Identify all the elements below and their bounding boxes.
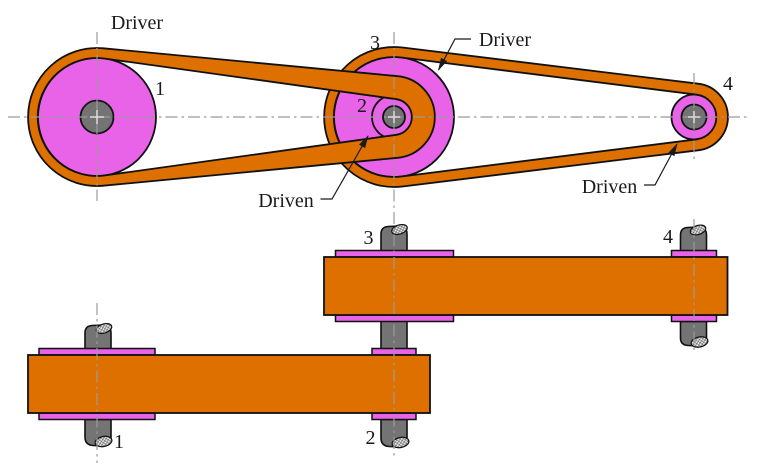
shaft-1-lower-break-end — [94, 435, 113, 448]
label-side-shaft4: 4 — [663, 226, 673, 248]
belt-1-2 — [27, 47, 436, 187]
label-side-shaft1: 1 — [114, 431, 124, 453]
label-number-pulley4: 4 — [723, 73, 733, 95]
leader-driven-pulley2 — [320, 135, 369, 200]
label-driver-pulley1: Driver — [111, 12, 164, 34]
side-view — [27, 223, 729, 449]
label-driven-pulley4: Driven — [582, 176, 638, 198]
belt-3-4-side — [323, 256, 729, 316]
hub-cross-marks — [90, 110, 700, 124]
label-number-pulley1: 1 — [155, 78, 165, 100]
label-number-pulley2: 2 — [357, 95, 367, 117]
shaft-1-upper-break-end — [95, 322, 113, 335]
label-side-shaft3: 3 — [364, 227, 374, 249]
leader-driver-pulley3 — [437, 38, 471, 71]
centerlines — [8, 32, 748, 463]
label-driven-pulley2: Driven — [258, 190, 314, 212]
annotations: Driver 1 3 2 4 Driver Driven Driven 3 4 … — [111, 12, 733, 453]
leader-driven-pulley4 — [644, 143, 678, 186]
label-driver-pulley3: Driver — [479, 29, 532, 51]
shaft-4-lower-break-end — [690, 336, 709, 348]
label-side-shaft2: 2 — [366, 427, 376, 449]
belt-1-2-side — [27, 354, 431, 414]
shaft-2-lower-break-end — [391, 436, 410, 449]
label-number-pulley3: 3 — [370, 32, 380, 54]
shaft-3-break-end — [391, 223, 408, 236]
